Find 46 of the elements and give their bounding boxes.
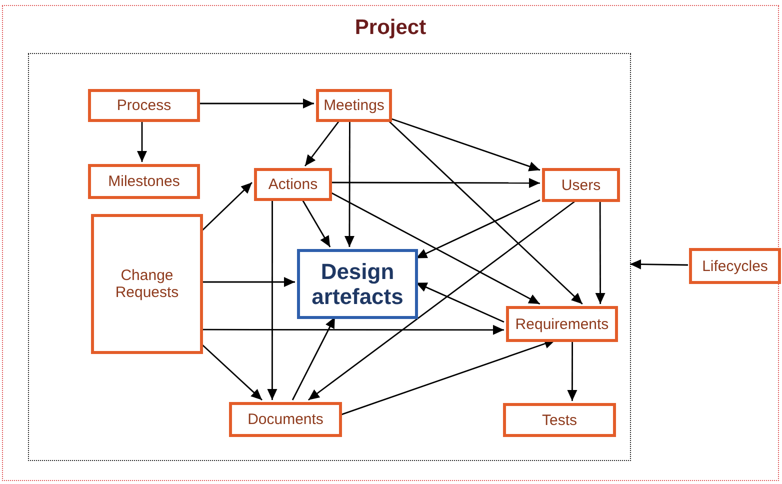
arrow [201,324,504,335]
process-box [689,248,781,284]
arrow [330,178,540,188]
arrow [567,340,578,401]
arrow [200,182,252,232]
process-box [88,164,200,199]
arrow [267,199,278,400]
node-label: Actions [267,176,319,193]
node-label: Process [116,97,172,114]
arrow [595,200,606,304]
arrow [390,118,540,172]
node-label: Design artefacts [310,258,404,310]
arrow [301,198,331,248]
arrow [201,277,295,287]
arrow [304,120,340,166]
node-label: Tests [540,412,578,428]
process-box [506,306,618,342]
arrow [200,343,262,401]
central-box [297,249,418,319]
arrow [330,191,540,305]
process-box [91,214,203,354]
node-label: Documents [246,411,324,428]
node-label: Users [560,176,602,194]
process-box [88,89,200,122]
node-label: Requirements [514,316,610,332]
arrow [137,120,147,162]
arrow [292,316,336,400]
arrow [387,120,583,304]
node-label: Meetings [322,97,386,114]
group-frame [2,5,779,481]
process-box [254,168,332,201]
arrow [308,199,578,401]
process-box [503,403,616,437]
arrow [630,259,688,270]
node-label: Lifecycles [701,258,769,274]
process-box [542,168,620,202]
process-box [229,402,342,437]
boundary-frame [28,53,631,461]
arrow [416,282,504,323]
arrow [416,199,540,259]
frame-title: Project [354,16,428,40]
arrow [344,120,354,247]
arrow [198,98,314,108]
node-label: Milestones [107,173,181,190]
process-box [316,89,392,122]
node-label: Change Requests [114,267,180,301]
